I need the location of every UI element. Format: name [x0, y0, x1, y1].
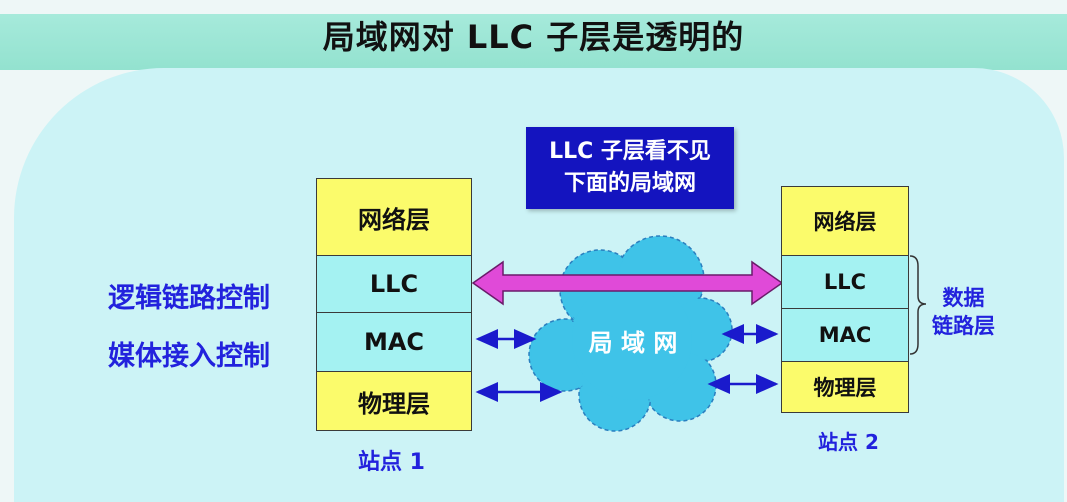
llc-description-label: 逻辑链路控制 [108, 283, 270, 314]
data-link-brace [909, 255, 927, 355]
station-2-label: 站点 2 [818, 430, 879, 454]
callout-line-2: 下面的局域网 [563, 171, 696, 196]
data-link-label-line-1: 数据 [942, 286, 985, 310]
mac-description-label: 媒体接入控制 [108, 341, 270, 372]
llc-callout-box: LLC 子层看不见 下面的局域网 [526, 127, 734, 209]
station-2-mac-layer: MAC [781, 308, 909, 362]
station-1-llc-layer: LLC [316, 255, 472, 313]
station-1-label: 站点 1 [358, 450, 425, 475]
callout-line-1: LLC 子层看不见 [549, 139, 711, 164]
station-1-network-layer: 网络层 [316, 178, 472, 256]
title-band [0, 14, 1067, 70]
station-2-physical-layer: 物理层 [781, 361, 909, 413]
cloud-label: 局 域 网 [588, 328, 678, 357]
station-2-llc-layer: LLC [781, 255, 909, 309]
station-1-physical-layer: 物理层 [316, 371, 472, 431]
page-title: 局域网对 LLC 子层是透明的 [322, 18, 745, 56]
station-1-mac-layer: MAC [316, 312, 472, 372]
data-link-layer-label: 数据 链路层 [932, 284, 995, 340]
data-link-label-line-2: 链路层 [932, 314, 995, 338]
station-2-network-layer: 网络层 [781, 186, 909, 256]
